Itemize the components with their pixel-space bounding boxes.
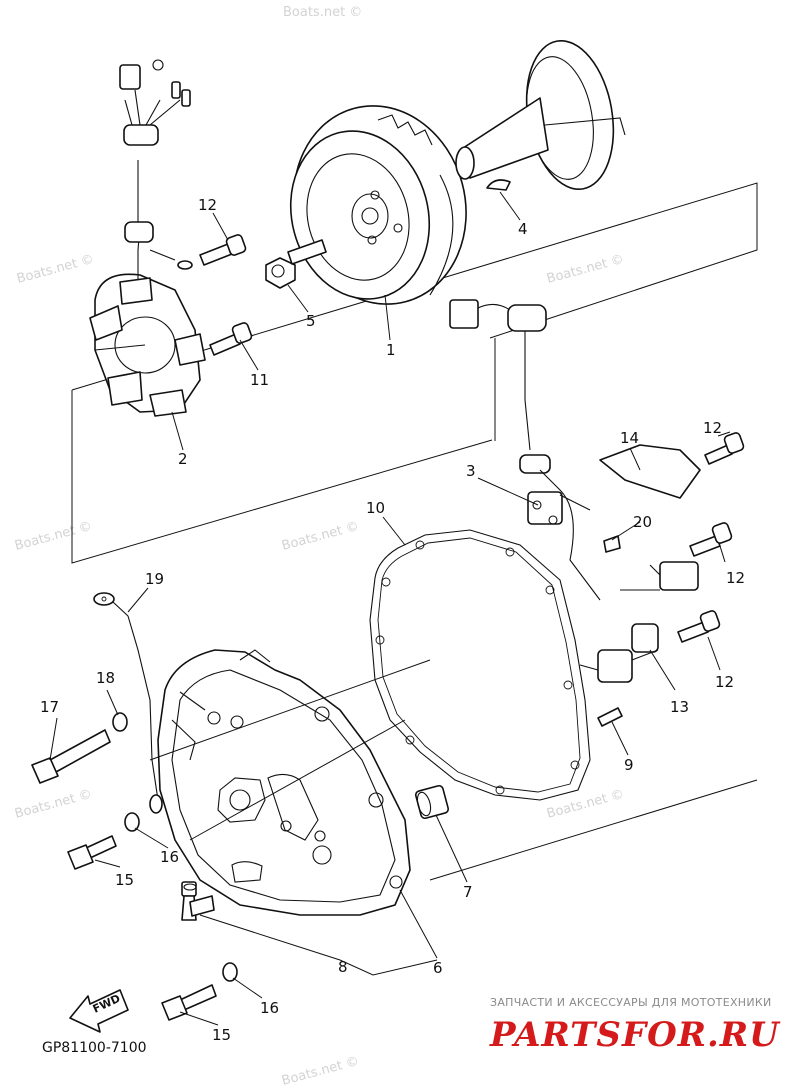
callout-7: 7: [463, 883, 473, 901]
callout-12-sensor-lower: 12: [715, 673, 734, 691]
callout-19: 19: [145, 570, 164, 588]
callout-14: 14: [620, 429, 639, 447]
short-bolt-upper: [67, 835, 117, 870]
callout-10: 10: [366, 499, 385, 517]
drawing-code: GP81100-7100: [42, 1040, 147, 1056]
clamp-part: [603, 535, 621, 553]
watermark-3: Boats.net ©: [545, 252, 625, 287]
callout-16-upper: 16: [160, 848, 179, 866]
callout-9: 9: [624, 756, 634, 774]
long-bolt-part: [31, 729, 111, 784]
sensor-bolt-lower: [677, 610, 721, 643]
woodruff-key-part: [486, 179, 511, 191]
callout-16-lower: 16: [260, 999, 279, 1017]
assembly-boundary-lower: [429, 779, 758, 881]
brand-tagline: ЗАПЧАСТИ И АКСЕССУАРЫ ДЛЯ МОТОТЕХНИКИ: [490, 996, 772, 1009]
rotor-part: [289, 105, 467, 305]
callout-12-sensor-upper: 12: [726, 569, 745, 587]
dowel-pin-part: [597, 707, 623, 727]
callout-15-upper: 15: [115, 871, 134, 889]
starter-hub-part: [455, 39, 626, 191]
callout-2: 2: [178, 450, 188, 468]
pickup-coil-part: [449, 299, 601, 601]
watermark-8: Boats.net ©: [280, 1054, 360, 1089]
callout-12-stator: 12: [198, 196, 217, 214]
watermark-6: Boats.net ©: [13, 787, 93, 822]
sensor-part: [579, 561, 699, 683]
short-bolt-lower: [161, 984, 217, 1021]
callout-11: 11: [250, 371, 269, 389]
callout-3: 3: [466, 462, 476, 480]
callout-15-lower: 15: [212, 1026, 231, 1044]
washer-18-part: [112, 712, 128, 732]
gasket-part: [369, 529, 591, 801]
lead-holder-part: [599, 444, 701, 499]
crankcase-cover-part: [157, 649, 411, 916]
stator-bolt-lower: [209, 322, 253, 356]
gasket-inner-edge: [377, 537, 581, 793]
lead-wire-part: [93, 592, 163, 814]
brand-name: PARTSFOR.RU: [489, 1015, 781, 1055]
callout-4: 4: [518, 220, 528, 238]
callout-8: 8: [338, 958, 348, 976]
watermark-1: Boats.net ©: [283, 5, 362, 20]
breather-fitting-part: [181, 881, 215, 921]
washer-16-upper: [124, 812, 140, 832]
sensor-bolt-upper: [689, 522, 733, 557]
callout-6: 6: [433, 959, 443, 977]
watermark-7: Boats.net ©: [545, 787, 625, 822]
callouts: 1 2 3 4 5 6 7 8 9 10 11 12 12 12 12 13 1…: [40, 196, 745, 1044]
watermark-4: Boats.net ©: [13, 519, 93, 554]
stator-part: [89, 59, 206, 417]
holder-bolt: [704, 432, 745, 465]
assembly-boundary: [71, 182, 758, 564]
washer-16-lower: [222, 962, 238, 982]
fwd-arrow: FWD: [69, 989, 129, 1033]
callout-13: 13: [670, 698, 689, 716]
watermark-5: Boats.net ©: [280, 519, 360, 554]
watermark-2: Boats.net ©: [15, 252, 95, 287]
stator-bolt-upper: [199, 234, 247, 266]
callout-12-holder: 12: [703, 419, 722, 437]
collar-part: [414, 784, 450, 820]
callout-1: 1: [386, 341, 396, 359]
callout-17: 17: [40, 698, 59, 716]
callout-20: 20: [633, 513, 652, 531]
leader-lines: [49, 191, 731, 1026]
rotor-nut-part: [265, 239, 327, 289]
callout-5: 5: [306, 312, 316, 330]
callout-18: 18: [96, 669, 115, 687]
gasket-holes: [375, 540, 580, 795]
